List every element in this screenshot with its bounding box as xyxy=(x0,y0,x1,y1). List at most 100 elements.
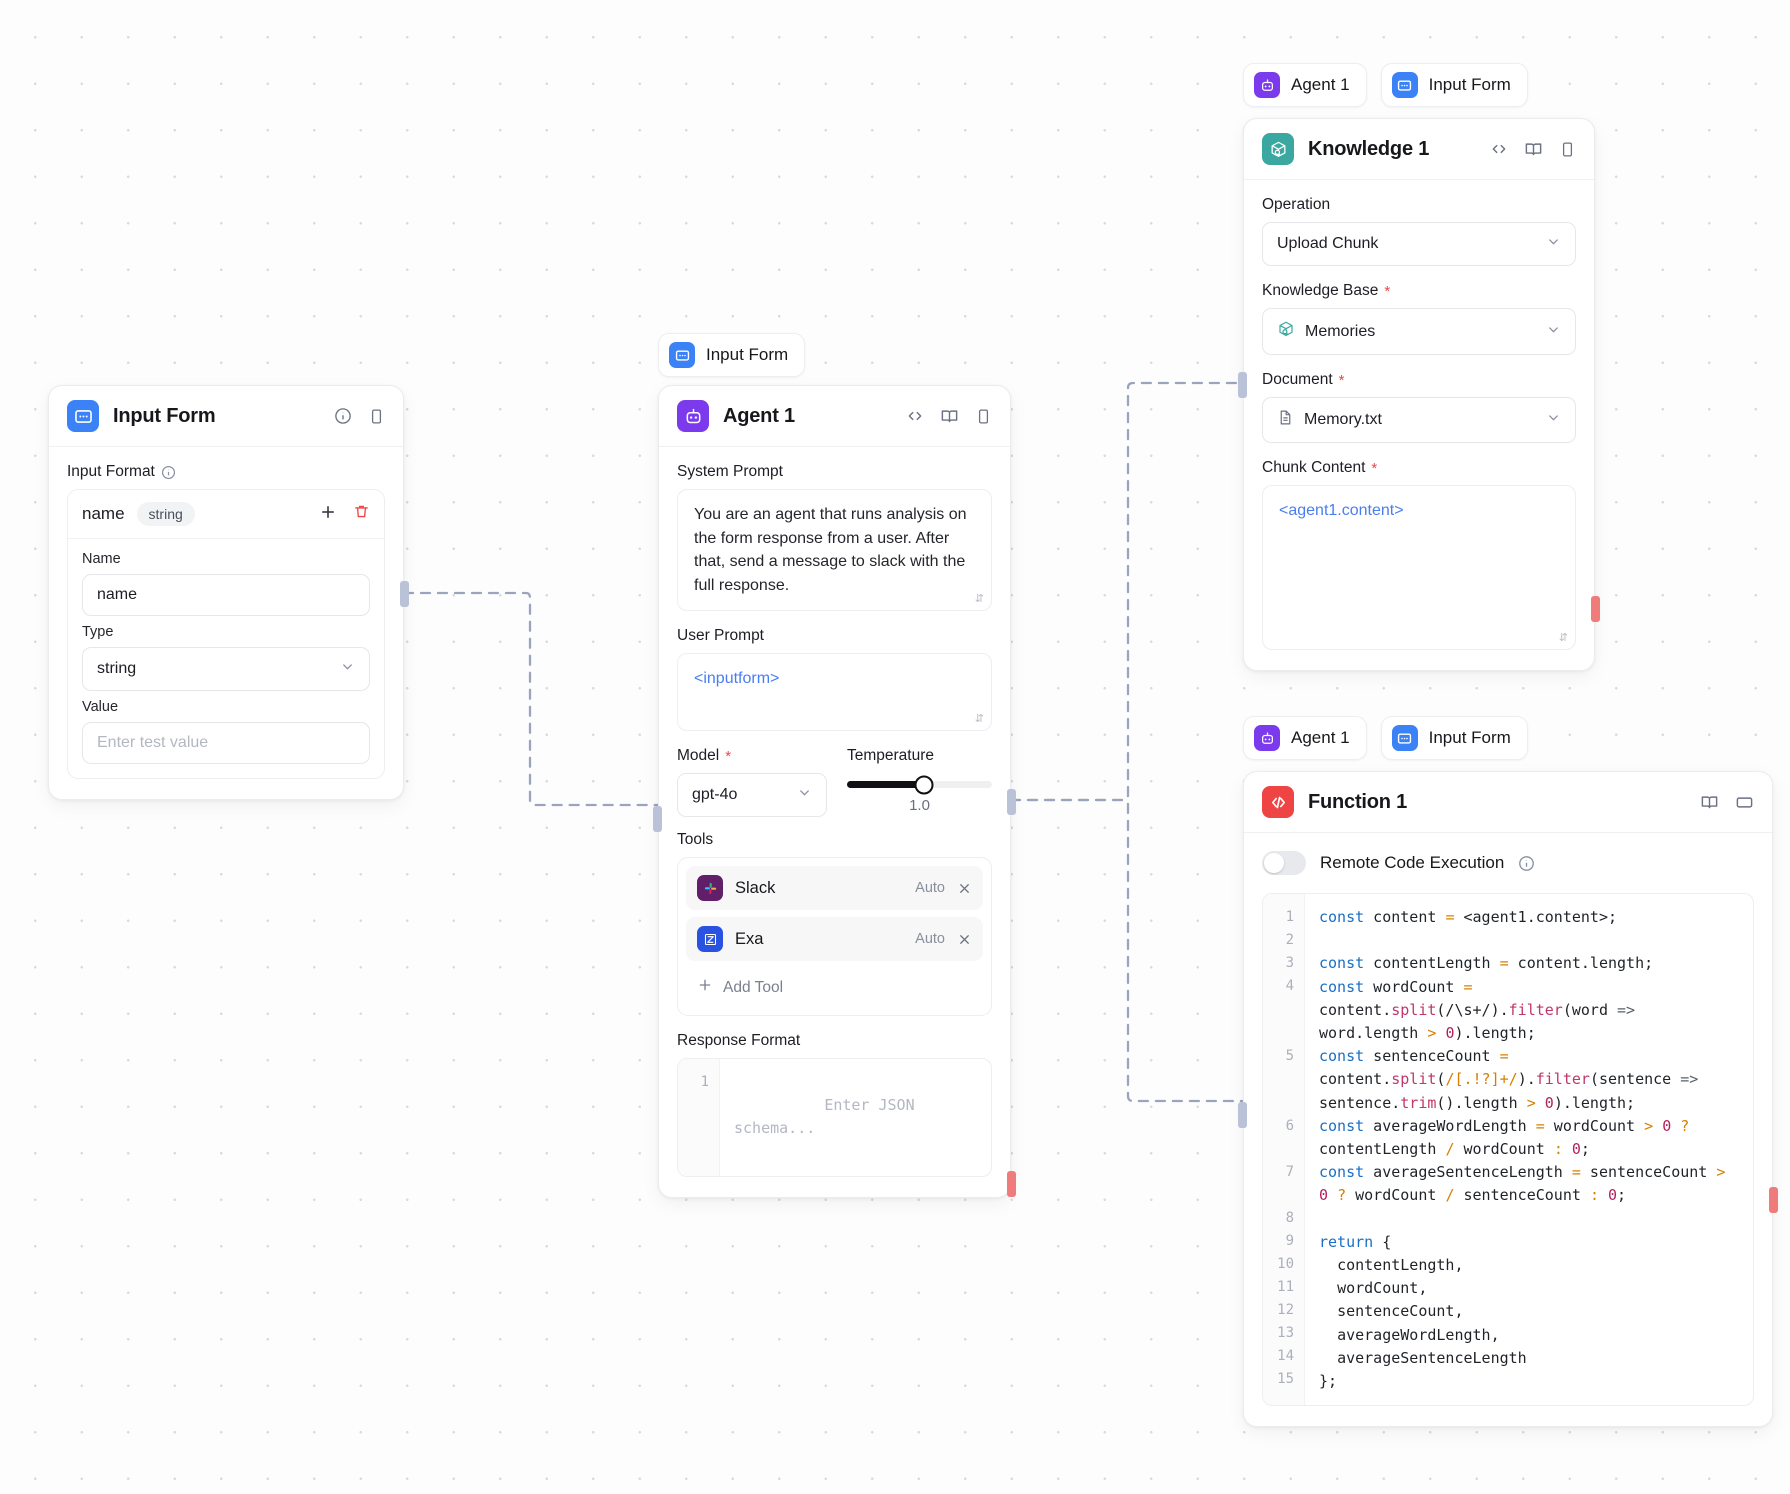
tool-mode[interactable]: Auto xyxy=(915,880,945,897)
badge-agent-1[interactable]: Agent 1 xyxy=(1243,63,1367,107)
close-icon[interactable] xyxy=(957,881,972,896)
code-line: sentenceCount, xyxy=(1319,1302,1464,1321)
badge-agent-1[interactable]: Agent 1 xyxy=(1243,716,1367,760)
code-icon[interactable] xyxy=(1490,140,1508,158)
tool-row-slack[interactable]: Slack Auto xyxy=(686,866,983,911)
tools-label: Tools xyxy=(677,831,714,849)
function-header: Function 1 xyxy=(1244,772,1772,833)
name-input[interactable]: name xyxy=(82,574,370,616)
model-select[interactable]: gpt-4o xyxy=(677,773,827,818)
code-line xyxy=(1319,1208,1739,1231)
line-number: 3 xyxy=(1285,955,1294,971)
code-line: }; xyxy=(1319,1372,1338,1391)
info-icon[interactable] xyxy=(334,407,352,425)
code-line: return { xyxy=(1319,1232,1392,1251)
line-number: 2 xyxy=(1285,932,1294,948)
info-icon[interactable] xyxy=(1518,855,1535,872)
code-line: const averageWordLength = wordCount > 0 … xyxy=(1319,1116,1699,1159)
line-number: 4 xyxy=(1285,978,1294,994)
window-icon[interactable] xyxy=(1735,793,1754,812)
line-number: 12 xyxy=(1277,1302,1294,1318)
remote-code-execution-row[interactable]: Remote Code Execution xyxy=(1262,849,1754,893)
required-marker: * xyxy=(1338,371,1345,389)
node-input-form[interactable]: Input Form Input Format xyxy=(48,385,409,800)
chevron-down-icon xyxy=(797,785,812,805)
document-label: Document * xyxy=(1262,371,1345,389)
input-handle[interactable] xyxy=(1238,372,1247,398)
input-handle[interactable] xyxy=(1238,1102,1247,1128)
agent-input-badges: Input Form xyxy=(658,333,806,377)
editor-gutter: 1 xyxy=(678,1059,720,1176)
field-row-header[interactable]: name string xyxy=(68,490,384,539)
line-number: 8 xyxy=(1285,1210,1294,1226)
add-tool-button[interactable]: Add Tool xyxy=(686,968,983,1007)
panel-icon[interactable] xyxy=(368,408,385,425)
exa-icon xyxy=(697,926,723,953)
slider-knob[interactable] xyxy=(914,775,934,795)
code-icon[interactable] xyxy=(906,407,924,425)
input-handle[interactable] xyxy=(653,806,662,832)
resize-handle-icon[interactable]: ⇵ xyxy=(974,713,984,726)
code-line: averageWordLength, xyxy=(1319,1325,1500,1344)
line-number: 6 xyxy=(1285,1118,1294,1134)
output-handle[interactable] xyxy=(400,581,409,607)
error-output-handle[interactable] xyxy=(1591,596,1600,622)
user-prompt-value: <inputform> xyxy=(694,670,780,688)
response-format-editor[interactable]: 1 Enter JSON schema... xyxy=(677,1058,992,1177)
line-number: 11 xyxy=(1277,1279,1294,1295)
trash-icon[interactable] xyxy=(353,503,370,525)
slack-icon xyxy=(697,875,723,902)
field-row-name: name xyxy=(82,504,125,523)
badge-input-form[interactable]: Input Form xyxy=(1380,63,1528,107)
resize-handle-icon[interactable]: ⇵ xyxy=(974,593,984,606)
chunk-content-textarea[interactable]: <agent1.content> ⇵ xyxy=(1262,485,1576,650)
type-select[interactable]: string xyxy=(82,647,370,691)
close-icon[interactable] xyxy=(957,932,972,947)
book-icon[interactable] xyxy=(1524,140,1543,159)
document-select[interactable]: Memory.txt xyxy=(1262,397,1576,443)
knowledge-body: Operation Upload Chunk Knowledge Base * xyxy=(1244,180,1594,670)
resize-handle-icon[interactable]: ⇵ xyxy=(1558,632,1568,644)
required-marker: * xyxy=(1371,459,1378,477)
badge-input-form[interactable]: Input Form xyxy=(1380,716,1528,760)
output-handle[interactable] xyxy=(1007,789,1016,815)
code-line: const averageSentenceLength = sentenceCo… xyxy=(1319,1163,1726,1205)
book-icon[interactable] xyxy=(940,407,959,426)
panel-icon[interactable] xyxy=(1559,141,1576,158)
temperature-slider[interactable] xyxy=(847,775,992,795)
code-line: wordCount, xyxy=(1319,1279,1428,1298)
value-placeholder: Enter test value xyxy=(97,734,209,751)
knowledge-base-select[interactable]: Memories xyxy=(1262,308,1576,355)
input-form-header: Input Form xyxy=(49,386,403,447)
badge-label: Agent 1 xyxy=(1291,728,1350,747)
node-function-1[interactable]: Function 1 Remote Code Ex xyxy=(1238,771,1778,1428)
tool-mode[interactable]: Auto xyxy=(915,931,945,948)
badge-input-form[interactable]: Input Form xyxy=(658,333,806,377)
line-number: 7 xyxy=(1285,1164,1294,1180)
tool-row-exa[interactable]: Exa Auto xyxy=(686,917,983,962)
book-icon[interactable] xyxy=(1700,793,1719,812)
agent-icon xyxy=(1254,725,1280,751)
value-input[interactable]: Enter test value xyxy=(82,722,370,764)
node-agent-1[interactable]: Agent 1 Sy xyxy=(653,385,1016,1198)
node-knowledge-1[interactable]: Knowledge 1 Operation Upload Chunk xyxy=(1238,118,1600,671)
response-format-placeholder[interactable]: Enter JSON schema... xyxy=(734,1096,924,1138)
info-icon[interactable] xyxy=(161,465,176,480)
response-format-label: Response Format xyxy=(677,1032,801,1050)
plus-icon[interactable] xyxy=(319,503,337,526)
function-code[interactable]: const content = <agent1.content>; const … xyxy=(1305,894,1753,1405)
panel-icon[interactable] xyxy=(975,408,992,425)
user-prompt-textarea[interactable]: <inputform> ⇵ xyxy=(677,653,992,732)
system-prompt-textarea[interactable]: You are an agent that runs analysis on t… xyxy=(677,489,992,612)
chunk-content-label: Chunk Content * xyxy=(1262,459,1378,477)
error-output-handle[interactable] xyxy=(1769,1187,1778,1213)
code-line: const wordCount = content.split(/\s+/).f… xyxy=(1319,977,1645,1043)
operation-select[interactable]: Upload Chunk xyxy=(1262,222,1576,266)
line-number: 1 xyxy=(700,1074,709,1091)
error-output-handle[interactable] xyxy=(1007,1171,1016,1197)
knowledge-input-badges: Agent 1 Input Form xyxy=(1243,63,1528,107)
agent-header: Agent 1 xyxy=(659,386,1010,447)
remote-code-execution-toggle[interactable] xyxy=(1262,851,1306,875)
